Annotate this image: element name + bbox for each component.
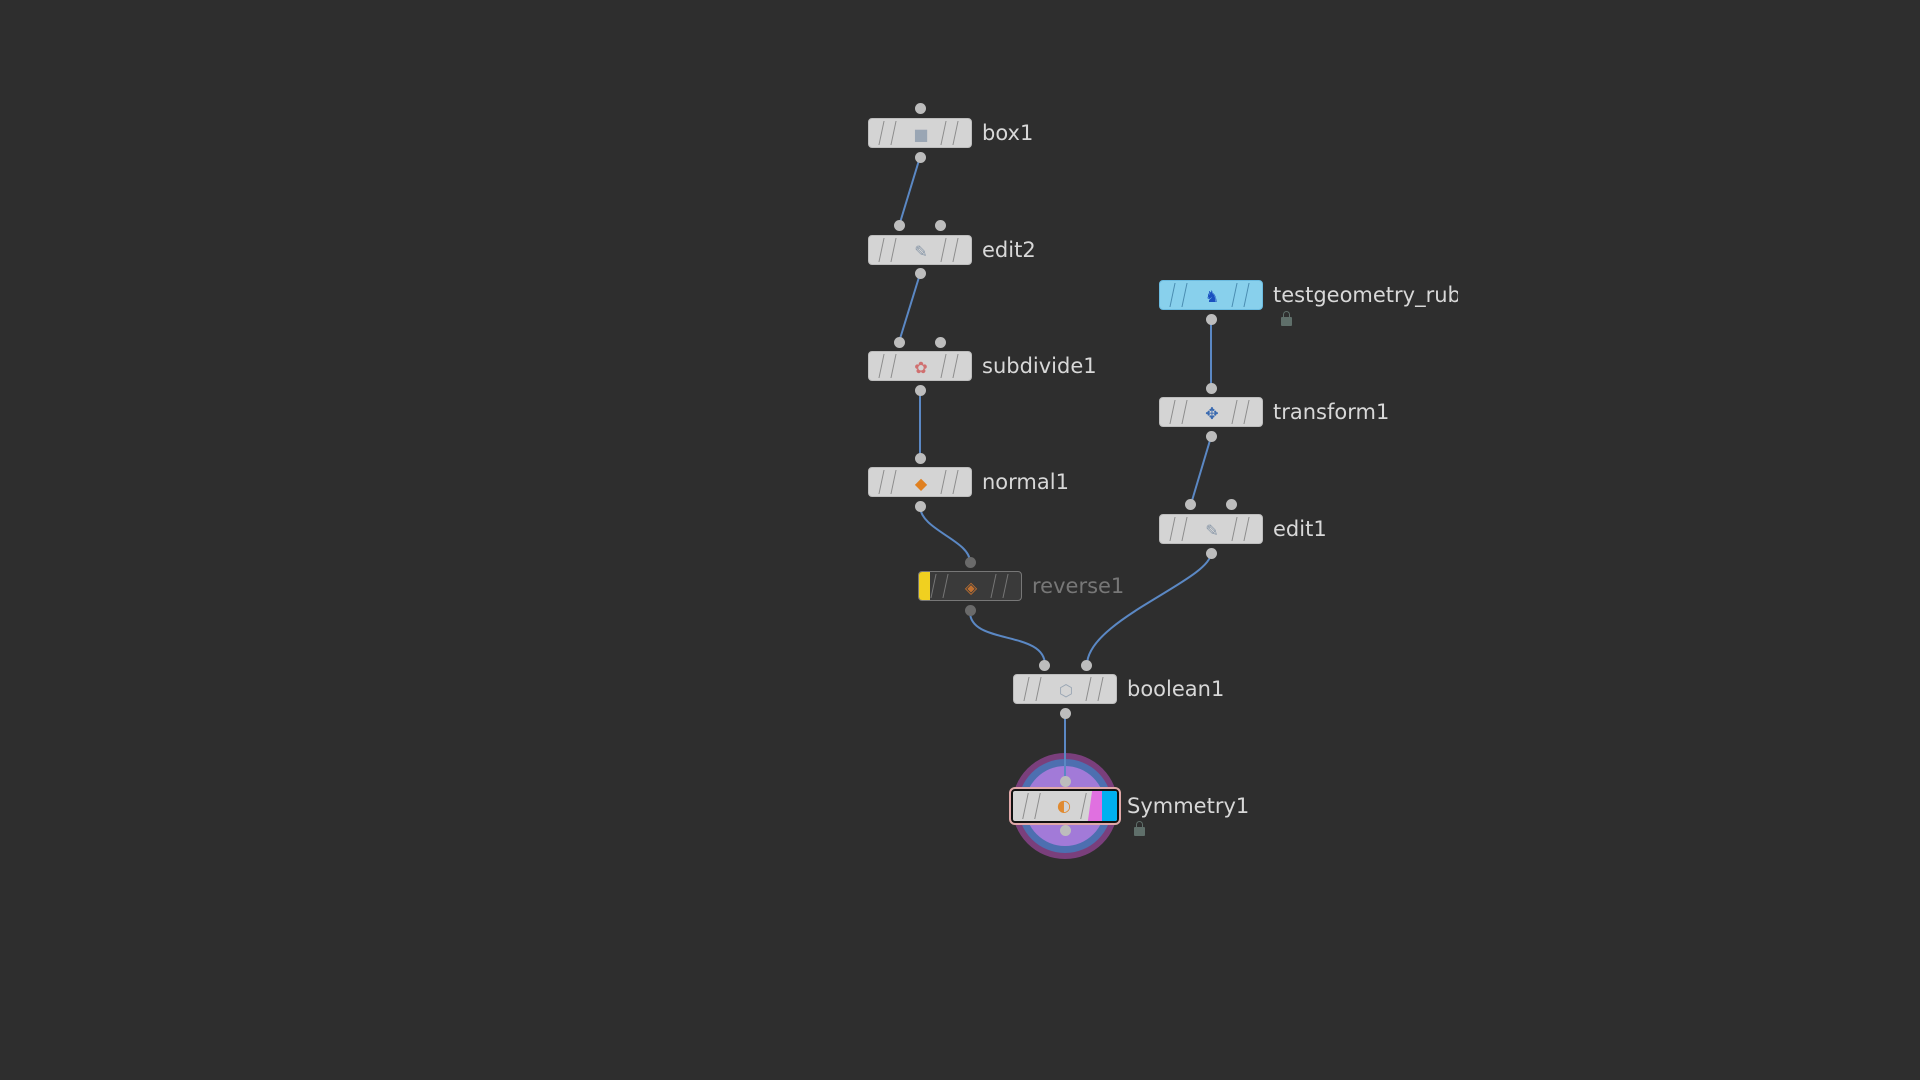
lock-icon <box>1134 821 1145 836</box>
rubbertoy-icon: ♞ <box>1204 286 1220 306</box>
node-label: subdivide1 <box>982 354 1097 378</box>
node-label: box1 <box>982 121 1034 145</box>
input-dot[interactable] <box>965 557 976 568</box>
node-testgeometry[interactable]: ♞ <box>1159 280 1263 310</box>
wire-normal1-reverse1 <box>919 505 971 563</box>
wire-edit1-boolean1 <box>1086 552 1212 666</box>
bypass-flag[interactable] <box>919 572 930 600</box>
input-dot[interactable] <box>894 220 905 231</box>
node-normal1[interactable]: ◆ <box>868 467 972 497</box>
wire-box1-edit2 <box>898 156 921 227</box>
node-label: reverse1 <box>1032 574 1125 598</box>
reverse-icon: ◈ <box>964 577 978 597</box>
subdivide-icon: ✿ <box>914 357 928 377</box>
wire-transform1-edit1 <box>1190 436 1212 505</box>
output-dot[interactable] <box>1206 431 1217 442</box>
output-dot[interactable] <box>1206 548 1217 559</box>
node-boolean1[interactable]: ⬡ <box>1013 674 1117 704</box>
output-dot[interactable] <box>965 605 976 616</box>
output-dot[interactable] <box>915 501 926 512</box>
output-dot[interactable] <box>1206 314 1217 325</box>
node-edit1[interactable]: ✎ <box>1159 514 1263 544</box>
node-label: Symmetry1 <box>1127 794 1250 818</box>
normal-icon: ◆ <box>914 473 928 493</box>
output-dot[interactable] <box>1060 708 1071 719</box>
input-dot[interactable] <box>1185 499 1196 510</box>
node-box1[interactable]: ■ <box>868 118 972 148</box>
input-dot[interactable] <box>935 220 946 231</box>
input-dot[interactable] <box>1081 660 1092 671</box>
boolean-icon: ⬡ <box>1059 680 1073 700</box>
input-dot[interactable] <box>935 337 946 348</box>
node-label: boolean1 <box>1127 677 1225 701</box>
box-icon: ■ <box>913 124 929 144</box>
node-symmetry1[interactable]: ◐ <box>1009 787 1121 825</box>
lock-icon <box>1281 311 1292 326</box>
input-dot[interactable] <box>1039 660 1050 671</box>
transform-icon: ✥ <box>1205 403 1219 423</box>
input-dot[interactable] <box>915 453 926 464</box>
node-subdivide1[interactable]: ✿ <box>868 351 972 381</box>
input-dot[interactable] <box>894 337 905 348</box>
node-label: edit2 <box>982 238 1036 262</box>
input-dot[interactable] <box>1206 383 1217 394</box>
input-dot[interactable] <box>1226 499 1237 510</box>
wire-reverse1-boolean1 <box>969 611 1046 666</box>
node-label: testgeometry_rubb <box>1273 283 1458 307</box>
output-dot[interactable] <box>1060 825 1071 836</box>
node-transform1[interactable]: ✥ <box>1159 397 1263 427</box>
node-label: normal1 <box>982 470 1069 494</box>
edit-icon: ✎ <box>1205 520 1219 540</box>
output-dot[interactable] <box>915 152 926 163</box>
edit-icon: ✎ <box>914 241 928 261</box>
output-dot[interactable] <box>915 385 926 396</box>
node-reverse1[interactable]: ◈ <box>918 571 1022 601</box>
node-label: edit1 <box>1273 517 1327 541</box>
node-edit2[interactable]: ✎ <box>868 235 972 265</box>
symmetry-icon: ◐ <box>1057 795 1071 815</box>
output-dot[interactable] <box>915 268 926 279</box>
wire-edit2-subdivide1 <box>898 273 921 343</box>
node-label: transform1 <box>1273 400 1390 424</box>
display-flag[interactable] <box>1102 791 1117 821</box>
input-dot[interactable] <box>915 103 926 114</box>
input-dot[interactable] <box>1060 776 1071 787</box>
